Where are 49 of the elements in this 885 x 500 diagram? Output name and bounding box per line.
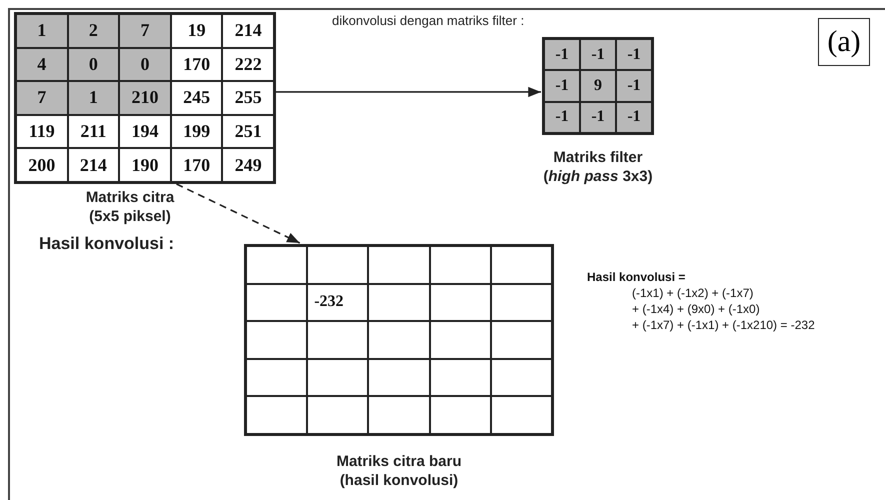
formula-line: (-1x1) + (-1x2) + (-1x7) <box>632 286 754 300</box>
matrix-cell: 2 <box>68 14 120 48</box>
matrix-cell: -1 <box>580 102 616 133</box>
matrix-cell: 199 <box>170 114 222 148</box>
matrix-cell: 214 <box>222 14 274 48</box>
matrix-cell: -1 <box>616 70 652 102</box>
matrix-cell: 251 <box>222 114 274 148</box>
matrix-cell: 222 <box>222 48 274 82</box>
matrix-caption: Matriks citra baru (hasil konvolusi) <box>335 452 463 490</box>
matrix-cell: 194 <box>119 114 171 148</box>
matrix-cell: 1 <box>16 14 68 48</box>
matrix-cell: 0 <box>68 48 120 82</box>
matrix-cell: -1 <box>616 102 652 133</box>
matrix-cell: -1 <box>580 39 616 70</box>
dashed-arrow <box>176 183 300 244</box>
matrix-cell: 214 <box>68 148 120 182</box>
matrix-cell: 9 <box>580 70 616 102</box>
matrix-cell: -1 <box>544 70 580 102</box>
matrix-cell: 170 <box>170 48 222 82</box>
matrix-cell: 200 <box>16 148 68 182</box>
result-matrix <box>244 244 554 436</box>
matrix-cell: 170 <box>170 148 222 182</box>
matrix-cell: -1 <box>544 39 580 70</box>
matrix-cell: 211 <box>68 114 120 148</box>
matrix-cell: 249 <box>222 148 274 182</box>
panel-letter: (a) <box>818 18 870 66</box>
matrix-caption: Matriks citra (5x5 piksel) <box>84 188 176 226</box>
matrix-cell: 7 <box>119 14 171 48</box>
matrix-cell: 210 <box>119 81 171 115</box>
matrix-caption: Matriks filter (high pass 3x3) <box>542 148 654 186</box>
filter-matrix <box>542 37 654 135</box>
matrix-cell: 255 <box>222 81 274 115</box>
matrix-cell: 1 <box>68 81 120 115</box>
matrix-cell: 190 <box>119 148 171 182</box>
arrow <box>276 86 541 98</box>
image-matrix <box>14 12 276 184</box>
matrix-cell: 19 <box>170 14 222 48</box>
matrix-cell: 119 <box>16 114 68 148</box>
matrix-cell: -1 <box>544 102 580 133</box>
formula-line: + (-1x7) + (-1x1) + (-1x210) = -232 <box>632 318 815 332</box>
matrix-cell: 4 <box>16 48 68 82</box>
formula-line: + (-1x4) + (9x0) + (-1x0) <box>632 302 760 316</box>
matrix-cell: -1 <box>616 39 652 70</box>
formula-heading: Hasil konvolusi = <box>587 270 686 284</box>
matrix-cell: 7 <box>16 81 68 115</box>
matrix-cell: 0 <box>119 48 171 82</box>
section-heading: Hasil konvolusi : <box>39 234 174 254</box>
matrix-cell: -232 <box>307 284 368 322</box>
matrix-cell: 245 <box>170 81 222 115</box>
